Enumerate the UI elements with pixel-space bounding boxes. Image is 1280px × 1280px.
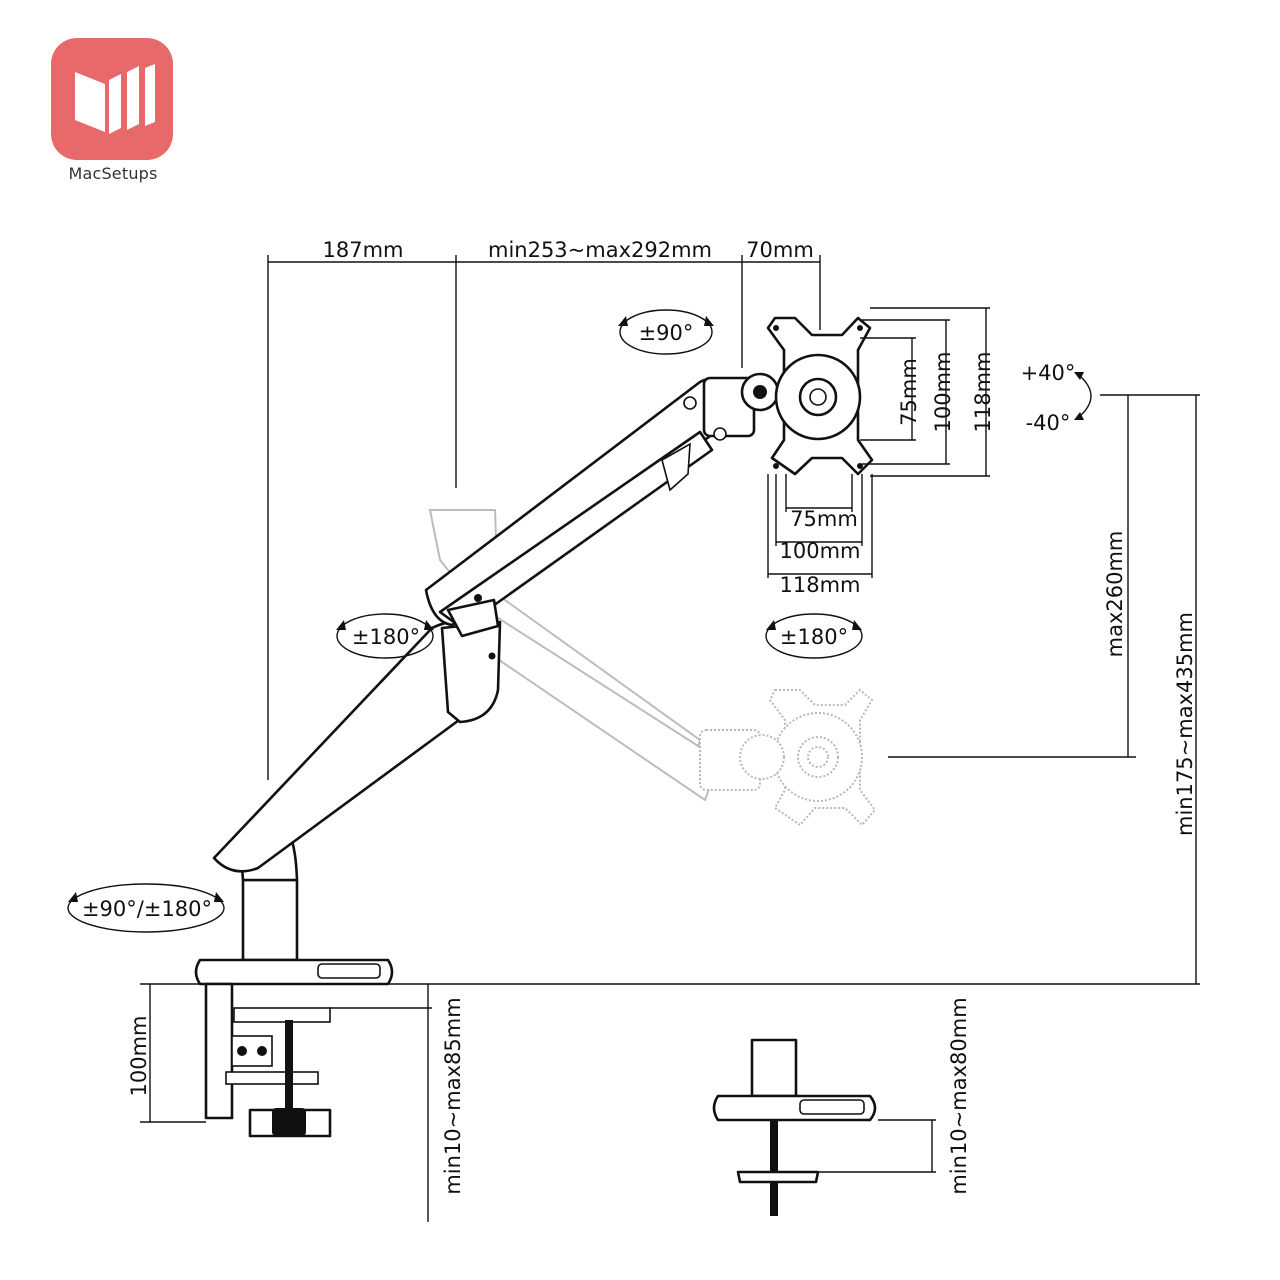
vesa-v75-label: 75mm bbox=[897, 358, 921, 426]
clamp-dimensions bbox=[140, 984, 432, 1222]
rotation-elbow-swivel bbox=[336, 613, 434, 659]
vesa-horizontal-dimensions bbox=[767, 474, 873, 578]
plate-h118-label: 118mm bbox=[780, 573, 861, 597]
book-icon bbox=[75, 64, 155, 134]
vesa-v100-label: 100mm bbox=[931, 352, 955, 433]
vesa-h100-label: 100mm bbox=[780, 539, 861, 563]
elbow-swivel-label: ±180° bbox=[352, 625, 420, 649]
arm-depth-label: 187mm bbox=[323, 238, 404, 262]
tilt-down-label: -40° bbox=[1026, 411, 1071, 435]
rotation-base-swivel bbox=[67, 883, 225, 933]
lower-arm bbox=[212, 620, 502, 882]
vesa-h75-label: 75mm bbox=[790, 507, 858, 531]
clamp-desk-range-label: min10~max85mm bbox=[441, 997, 465, 1194]
grommet-desk-range-label: min10~max80mm bbox=[947, 997, 971, 1194]
brand-logo: MacSetups bbox=[48, 38, 178, 188]
rotation-head bbox=[765, 613, 863, 659]
drop-label: max260mm bbox=[1103, 531, 1127, 658]
tilt-head bbox=[702, 372, 780, 441]
arm-reach-label: min253~max292mm bbox=[488, 238, 712, 262]
vesa-vertical-dimensions bbox=[860, 307, 990, 477]
brand-name: MacSetups bbox=[68, 164, 158, 183]
rotation-upper-swivel bbox=[618, 309, 714, 355]
rotation-tilt bbox=[1074, 372, 1092, 420]
clamp-height-label: 100mm bbox=[127, 1016, 151, 1097]
brand-logo-tile bbox=[51, 38, 173, 160]
lowered-arm-ghost bbox=[428, 509, 877, 827]
grommet-mount bbox=[712, 1038, 936, 1216]
upper-arm bbox=[424, 377, 734, 638]
base-swivel-label: ±90°/±180° bbox=[82, 897, 212, 921]
upper-swivel-label: ±90° bbox=[639, 321, 694, 345]
tilt-up-label: +40° bbox=[1021, 361, 1076, 385]
plate-v118-label: 118mm bbox=[971, 352, 995, 433]
vesa-plate bbox=[766, 316, 874, 476]
height-range-label: min175~max435mm bbox=[1173, 612, 1197, 836]
head-offset-label: 70mm bbox=[746, 238, 814, 262]
head-rotation-label: ±180° bbox=[780, 625, 848, 649]
height-dimensions bbox=[1100, 394, 1200, 984]
top-dimension-lines bbox=[267, 255, 821, 780]
